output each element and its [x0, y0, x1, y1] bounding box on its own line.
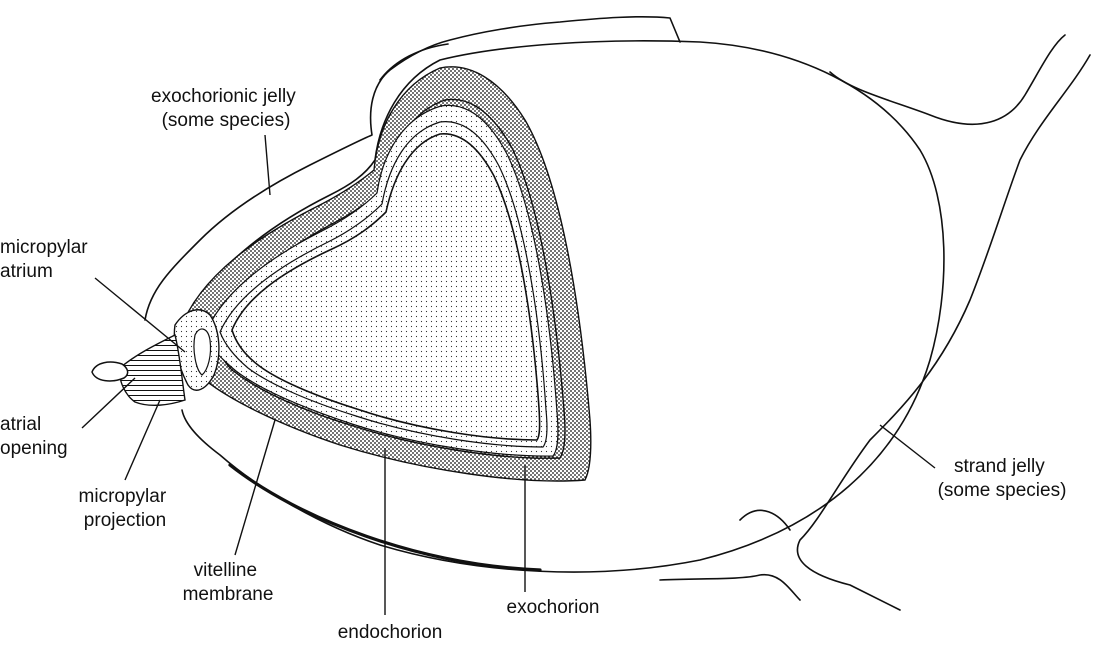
exochorionic-jelly-outer	[379, 43, 449, 81]
endochorion-layer	[204, 104, 559, 457]
strand-jelly-lower	[659, 574, 801, 601]
label-vitelline-membrane: vitelline membrane	[183, 560, 274, 605]
label-micropylar-projection: micropylar projection	[79, 486, 172, 531]
egg-bottom-shell	[228, 463, 542, 572]
exochorionic-jelly	[144, 15, 681, 321]
label-exochorionic-jelly: exochorionic jelly (some species)	[151, 86, 301, 131]
label-exochorion: exochorion	[507, 597, 600, 618]
leader-strand-jelly	[879, 424, 936, 469]
leader-micropylar-atrium	[94, 277, 186, 353]
leader-exochorionic-jelly	[264, 134, 271, 196]
leader-micropylar-projection	[124, 399, 161, 481]
strand-jelly	[739, 34, 1091, 611]
leader-atrial-opening	[81, 377, 136, 429]
micropylar-atrium-inner	[193, 328, 212, 376]
atrial-opening-shape	[91, 361, 129, 382]
vitelline-membrane	[231, 133, 541, 441]
label-atrial-opening: atrial opening	[0, 414, 68, 459]
micropylar-projection	[118, 333, 186, 407]
leader-vitelline-membrane	[234, 419, 276, 556]
label-endochorion: endochorion	[338, 622, 443, 643]
label-strand-jelly: strand jelly (some species)	[938, 456, 1067, 501]
label-micropylar-atrium: micropylar atrium	[0, 237, 93, 282]
